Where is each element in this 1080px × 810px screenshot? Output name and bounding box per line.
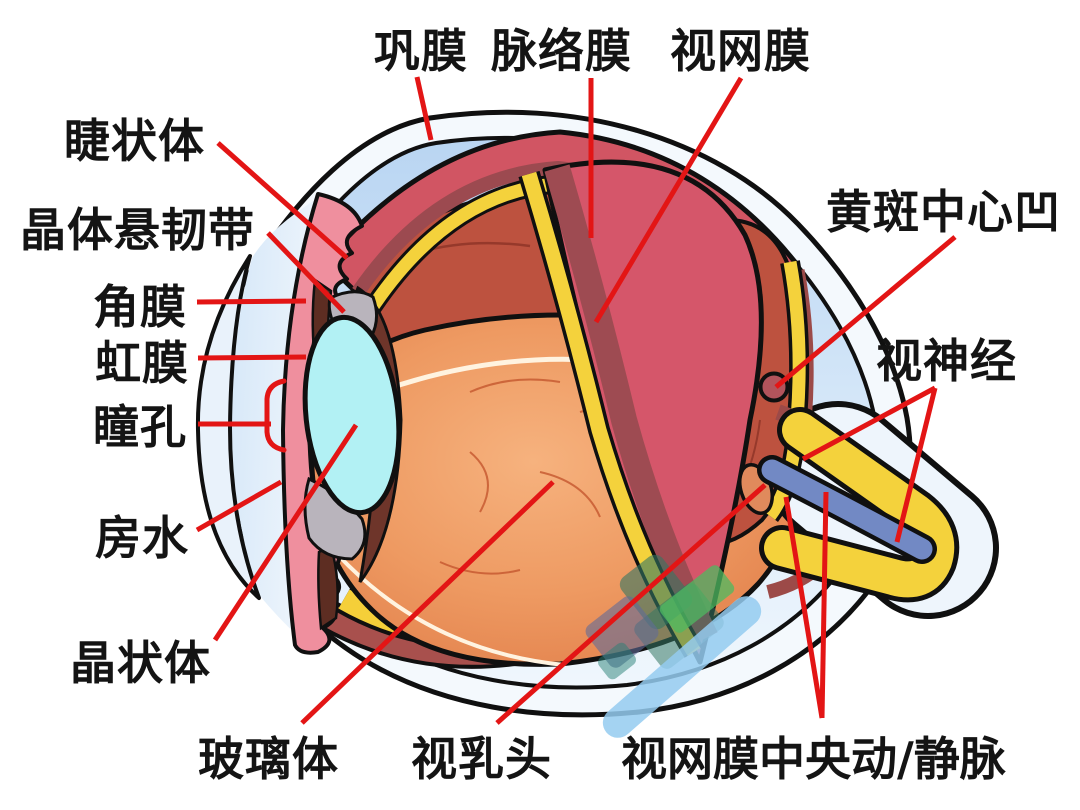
leader-lines bbox=[195, 76, 957, 725]
watermark bbox=[585, 554, 762, 738]
label-iris: 虹膜 bbox=[95, 336, 189, 390]
leader-vitreous bbox=[300, 480, 555, 725]
cornea-and-chamber bbox=[195, 198, 318, 640]
label-cornea: 角膜 bbox=[93, 280, 187, 334]
leader-retina bbox=[593, 76, 744, 324]
leader-vessels-b bbox=[819, 491, 829, 719]
optic-nerve-core bbox=[738, 404, 960, 603]
leader-sclera bbox=[414, 76, 434, 141]
label-retina: 视网膜 bbox=[670, 24, 811, 78]
label-vitreous-body: 玻璃体 bbox=[198, 732, 339, 786]
pupil-bracket bbox=[264, 378, 287, 453]
label-pupil: 瞳孔 bbox=[93, 400, 187, 454]
leader-vessels-a bbox=[783, 496, 825, 719]
label-ciliary-body: 睫状体 bbox=[64, 114, 205, 168]
leader-ciliary bbox=[216, 141, 349, 260]
label-aqueous-humor: 房水 bbox=[95, 511, 189, 565]
label-macula-fovea: 黄斑中心凹 bbox=[826, 185, 1061, 239]
leader-iris bbox=[197, 354, 307, 361]
label-choroid: 脉络膜 bbox=[491, 24, 632, 78]
label-suspensory-ligament: 晶体悬韧带 bbox=[20, 203, 255, 257]
leader-macula bbox=[774, 235, 957, 389]
label-crystalline-lens: 晶状体 bbox=[70, 636, 211, 690]
leader-opticnerve-b bbox=[894, 387, 938, 543]
label-sclera: 巩膜 bbox=[374, 24, 468, 78]
leader-aqueous bbox=[195, 479, 283, 533]
label-central-retinal-vessels: 视网膜中央动/静脉 bbox=[621, 732, 1006, 786]
leader-lens bbox=[212, 423, 359, 642]
label-optic-papilla: 视乳头 bbox=[411, 732, 552, 786]
leader-papilla bbox=[495, 483, 767, 725]
leader-ligament bbox=[266, 231, 346, 314]
leader-opticnerve-a bbox=[801, 385, 937, 462]
label-optic-nerve: 视神经 bbox=[876, 334, 1017, 388]
leader-cornea bbox=[196, 298, 307, 305]
